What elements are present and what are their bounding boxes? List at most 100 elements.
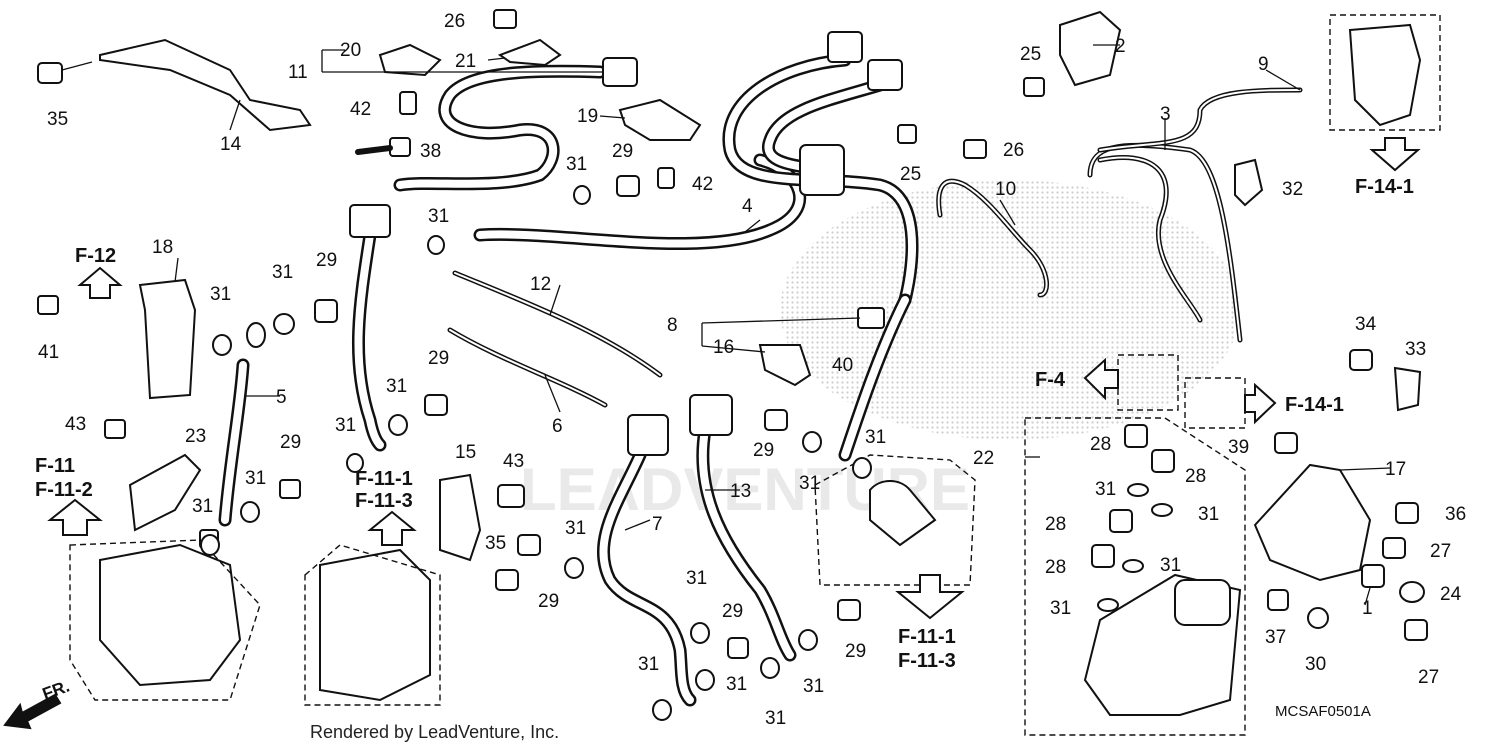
callout-3: 3: [1160, 104, 1171, 125]
callout-31-s: 31: [1160, 555, 1181, 576]
callout-29-g: 29: [845, 641, 866, 662]
callout-32: 32: [1282, 179, 1303, 200]
callout-40: 40: [832, 355, 853, 376]
callout-31-b: 31: [428, 206, 449, 227]
ref-f11-3-mid: F-11-3: [355, 490, 413, 512]
callout-17: 17: [1385, 459, 1406, 480]
callout-27-b: 27: [1418, 667, 1439, 688]
callout-36: 36: [1445, 504, 1466, 525]
leader-lines: [174, 44, 1391, 606]
callout-28-b: 28: [1185, 466, 1206, 487]
callout-29-f: 29: [722, 601, 743, 622]
callout-29-c: 29: [428, 348, 449, 369]
ref-f11-left: F-11: [35, 455, 75, 477]
up-arrow-f111: [367, 510, 417, 546]
reference-arrows: [3, 137, 1421, 730]
brake-lines: [218, 53, 1303, 707]
callout-26-top: 26: [444, 11, 465, 32]
callout-41: 41: [38, 342, 59, 363]
down-arrow-f111: [895, 574, 965, 620]
callout-14: 14: [220, 134, 242, 155]
callout-2: 2: [1115, 36, 1126, 57]
drawing-code: MCSAF0501A: [1275, 703, 1371, 720]
up-arrow-f11: [47, 498, 103, 536]
callout-29-b: 29: [612, 141, 633, 162]
callout-16: 16: [713, 337, 734, 358]
callout-31-e: 31: [386, 376, 407, 397]
reference-labels: F-12 F-11 F-11-2 F-11-1 F-11-3 F-11-1 F-…: [35, 176, 1414, 672]
callout-31-n: 31: [803, 676, 824, 697]
callout-37: 37: [1265, 627, 1286, 648]
down-arrow-f141: [1369, 137, 1421, 172]
callout-13: 13: [730, 481, 751, 502]
callout-4: 4: [742, 196, 753, 217]
right-arrow-f141: [1244, 382, 1277, 425]
ref-f14-1-top: F-14-1: [1355, 176, 1414, 198]
callout-31-k: 31: [638, 654, 659, 675]
callout-25-top: 25: [1020, 44, 1041, 65]
ref-f12: F-12: [75, 245, 116, 267]
callout-25-mid: 25: [900, 164, 921, 185]
ref-f11-1-low: F-11-1: [898, 626, 956, 648]
ref-f11-3-low: F-11-3: [898, 650, 956, 672]
callout-5: 5: [276, 387, 287, 408]
callout-43-left: 43: [65, 414, 86, 435]
callout-29-d: 29: [280, 432, 301, 453]
callout-33: 33: [1405, 339, 1426, 360]
callout-30: 30: [1305, 654, 1326, 675]
callout-7: 7: [652, 514, 663, 535]
callout-31-f: 31: [335, 415, 356, 436]
callout-6: 6: [552, 416, 563, 437]
callout-19: 19: [577, 106, 598, 127]
callout-31-d: 31: [272, 262, 293, 283]
callout-22: 22: [973, 448, 994, 469]
callout-31-g: 31: [245, 468, 266, 489]
callout-28-c: 28: [1045, 514, 1066, 535]
callout-27-a: 27: [1430, 541, 1451, 562]
callout-31-r: 31: [1198, 504, 1219, 525]
callout-23: 23: [185, 426, 206, 447]
callout-29-h: 29: [753, 440, 774, 461]
callout-31-p: 31: [865, 427, 886, 448]
callout-26-mid: 26: [1003, 140, 1024, 161]
callout-24: 24: [1440, 584, 1462, 605]
callout-12: 12: [530, 274, 551, 295]
callout-18: 18: [152, 237, 173, 258]
callout-28-a: 28: [1090, 434, 1111, 455]
callout-8: 8: [667, 315, 678, 336]
front-label: FR.: [40, 677, 72, 704]
callouts: 2 3 4 5 6 7 8 9 10 11 12 13 14 15 16 17 …: [38, 11, 1466, 729]
callout-31-o: 31: [799, 473, 820, 494]
callout-31-j: 31: [686, 568, 707, 589]
callout-31-l: 31: [726, 674, 747, 695]
ref-f11-1-mid: F-11-1: [355, 468, 413, 490]
callout-31-h: 31: [192, 496, 213, 517]
ref-f11-2-left: F-11-2: [35, 479, 93, 501]
callout-31-m: 31: [765, 708, 786, 729]
callout-21: 21: [455, 51, 476, 72]
callout-1: 1: [1362, 598, 1373, 619]
callout-31-t: 31: [1050, 598, 1071, 619]
callout-29-e: 29: [538, 591, 559, 612]
callout-42-left: 42: [350, 99, 371, 120]
up-arrow-f12: [77, 266, 123, 299]
callout-9: 9: [1258, 54, 1269, 75]
callout-31-q: 31: [1095, 479, 1116, 500]
callout-34: 34: [1355, 314, 1377, 335]
callout-35-top: 35: [47, 109, 68, 130]
callout-42-mid: 42: [692, 174, 713, 195]
callout-31-a: 31: [566, 154, 587, 175]
ref-f4: F-4: [1035, 369, 1066, 391]
callout-28-d: 28: [1045, 557, 1066, 578]
callout-31-i: 31: [565, 518, 586, 539]
callout-43-mid: 43: [503, 451, 524, 472]
callout-10: 10: [995, 179, 1016, 200]
ref-f14-1-right: F-14-1: [1285, 394, 1344, 416]
credit-text: Rendered by LeadVenture, Inc.: [310, 722, 559, 742]
callout-38: 38: [420, 141, 441, 162]
components: [37, 9, 1441, 736]
callout-11: 11: [288, 62, 308, 83]
callout-20: 20: [340, 40, 361, 61]
callout-15: 15: [455, 442, 476, 463]
